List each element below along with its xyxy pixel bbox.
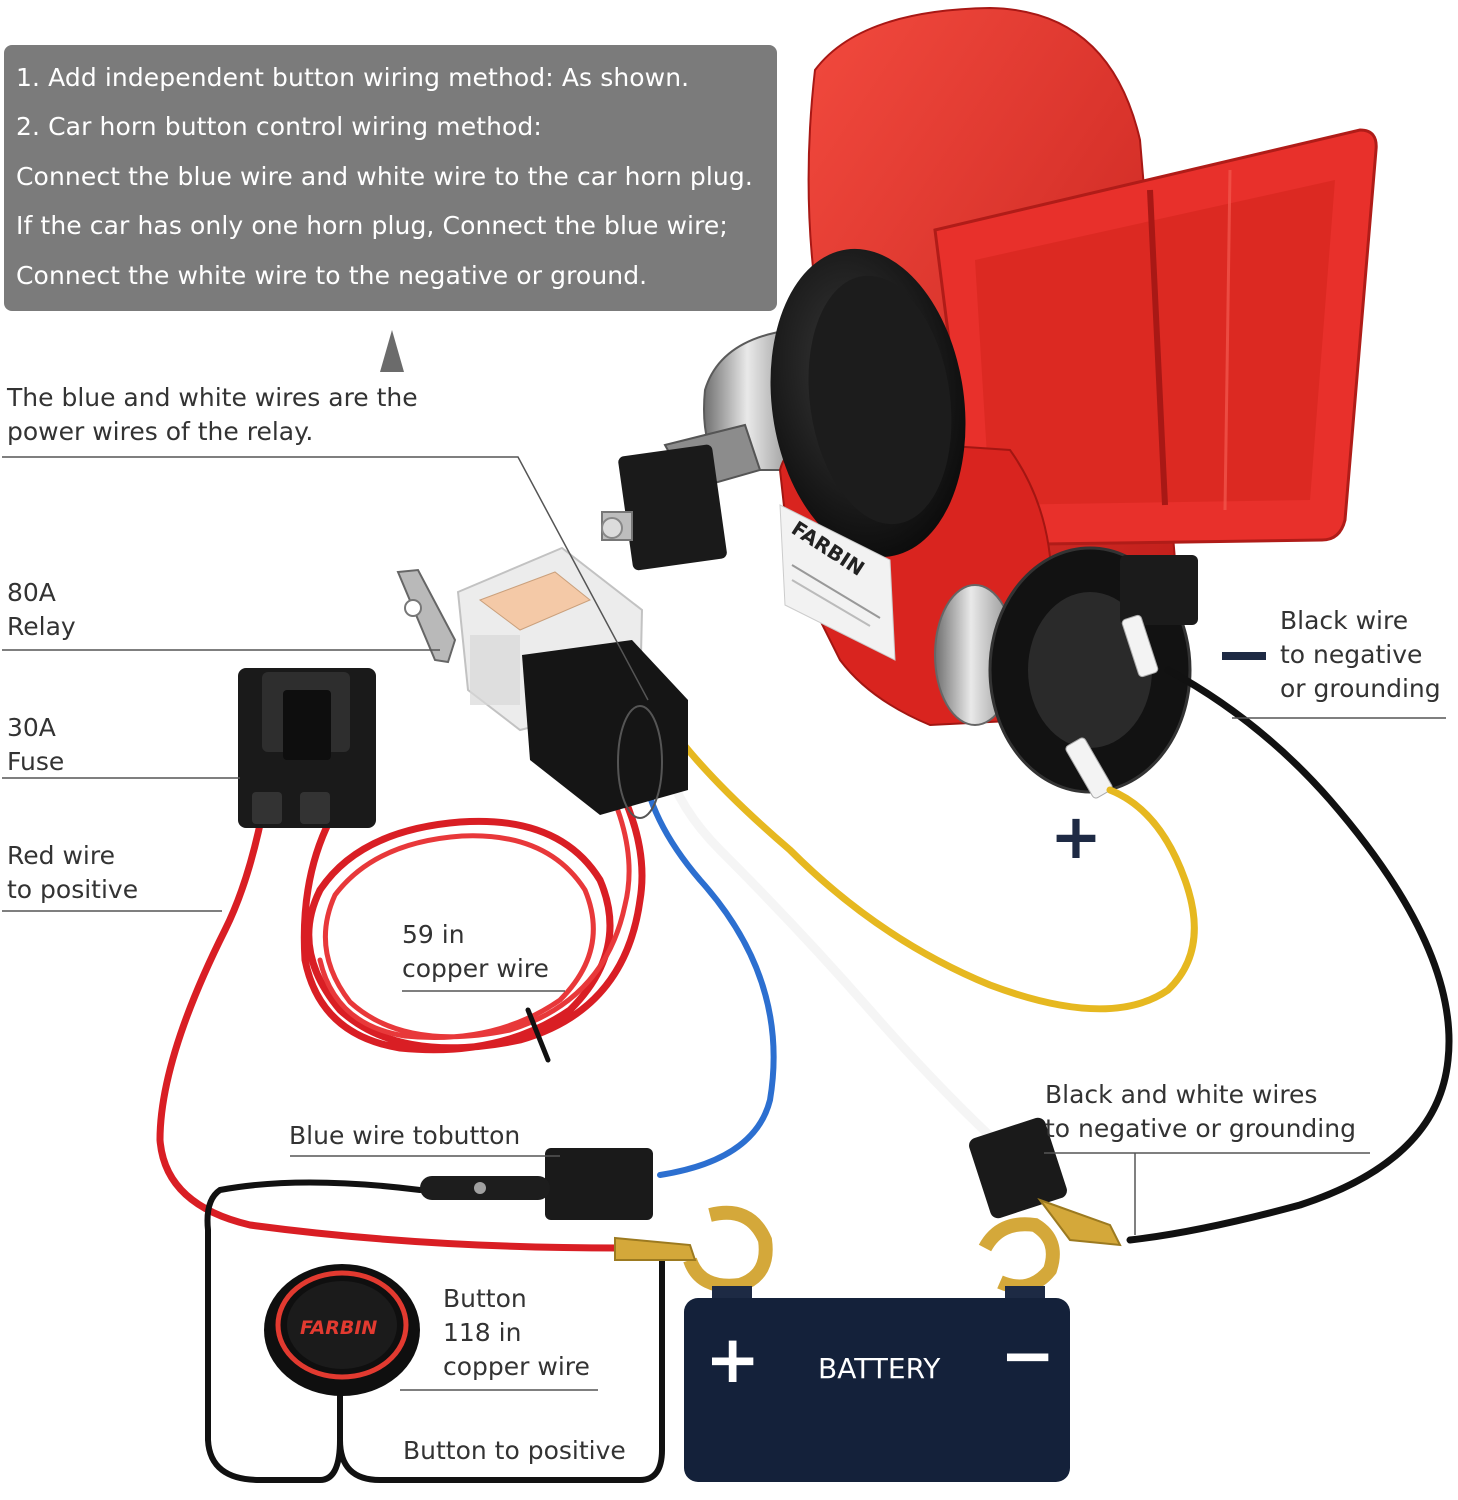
label-fuse: 30A Fuse (7, 713, 65, 776)
battery: + − (684, 1286, 1070, 1482)
wires (156, 666, 1453, 1483)
up-arrow-icon (380, 330, 404, 372)
negative-marker-icon (1222, 652, 1266, 660)
instruction-line-4: If the car has only one horn plug, Conne… (16, 211, 728, 240)
negative-wire-connector (969, 1117, 1122, 1247)
label-black-wire: Black wire to negative or grounding (1280, 606, 1441, 703)
instruction-line-3: Connect the blue wire and white wire to … (16, 162, 753, 191)
fuse-holder (238, 668, 376, 828)
battery-label: BATTERY (818, 1352, 941, 1385)
button-brand-logo: FARBIN (300, 1317, 377, 1339)
label-button-positive: Button to positive (403, 1436, 626, 1465)
label-red-wire: Red wire to positive (7, 841, 139, 904)
relay (396, 546, 688, 819)
instruction-line-1: 1. Add independent button wiring method:… (16, 63, 690, 92)
instructions-box: 1. Add independent button wiring method:… (4, 45, 777, 311)
label-power-wires: The blue and white wires are the power w… (7, 383, 418, 446)
horn-unit: FARBIN (601, 6, 1378, 799)
leader-lines (2, 456, 1446, 1391)
label-59in-copper-wire: 59 in copper wire (402, 920, 549, 983)
negative-ring-terminal (978, 1217, 1060, 1294)
label-button: Button 118 in copper wire (443, 1284, 590, 1381)
positive-ring-terminal (614, 1205, 773, 1293)
instruction-line-5: Connect the white wire to the negative o… (16, 261, 648, 290)
instruction-line-2: 2. Car horn button control wiring method… (16, 112, 542, 141)
horn-positive-marker: + (1050, 800, 1102, 873)
battery-plus-sign: + (705, 1321, 760, 1398)
horn-button: FARBIN (264, 1264, 420, 1396)
label-blue-wire-button: Blue wire tobutton (289, 1121, 521, 1150)
button-wire-connector (420, 1148, 653, 1220)
label-black-white-wires: Black and white wires to negative or gro… (1045, 1080, 1356, 1143)
label-relay: 80A Relay (7, 578, 76, 641)
battery-minus-sign: − (1000, 1317, 1055, 1394)
